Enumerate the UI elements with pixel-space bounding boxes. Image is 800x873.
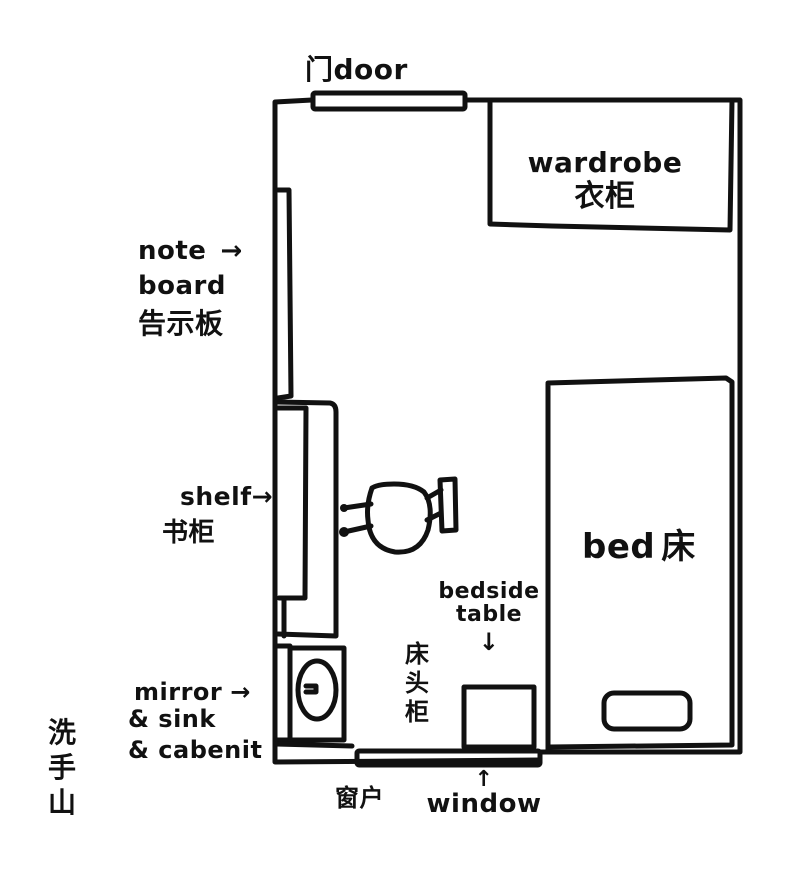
bed-label-en: bed — [582, 527, 656, 567]
door — [310, 90, 468, 112]
shelf-inner — [275, 405, 309, 601]
note-board — [275, 187, 294, 401]
arrow-down-icon: ↓ — [478, 628, 500, 657]
sink-basin — [295, 658, 339, 722]
chair-arm-right — [424, 487, 444, 523]
window — [354, 748, 543, 768]
room-outer-wall — [272, 97, 743, 765]
note-board-label: note → board 告示板 — [138, 236, 243, 340]
wardrobe-label-zh: 衣柜 — [574, 179, 636, 215]
chair-arm-joint — [339, 527, 349, 537]
bedside-table-label-zh: 床头柜 — [405, 640, 430, 726]
arrow-right-icon: → — [251, 482, 274, 511]
arrow-right-icon: → — [230, 678, 251, 706]
shelf-label-zh: 书柜 — [162, 518, 216, 549]
bed-label-zh: 床 — [661, 527, 696, 567]
note-board-label-en-1: note — [138, 236, 207, 266]
arrow-right-icon: → — [220, 236, 243, 266]
door-label-zh: 门 — [305, 53, 334, 86]
sink-tap — [303, 683, 319, 695]
door-label-en: door — [333, 53, 408, 86]
cabinet-bottom — [273, 741, 355, 749]
washroom-label: 洗手山 — [48, 716, 77, 819]
bedside-table-label-en-1: bedside — [438, 579, 540, 604]
mirror-sink-label-1: mirror — [134, 678, 223, 706]
window-label: ↑ window — [424, 768, 544, 818]
chair-back — [437, 476, 459, 534]
mirror-sink-label: mirror→ & sink & cabenit — [128, 678, 263, 765]
bed-pillow — [601, 690, 693, 732]
mirror-sink-label-3: & cabenit — [128, 736, 263, 765]
sink-cabinet — [287, 645, 347, 743]
wardrobe — [487, 97, 735, 233]
window-label-zh: 窗户 — [335, 784, 384, 812]
wardrobe-label: wardrobe 衣柜 — [520, 148, 690, 213]
shelf-label: shelf→ 书柜 — [162, 482, 274, 548]
bedside-table-label: bedside table ↓ — [434, 580, 544, 655]
door-label: 门door — [305, 55, 408, 84]
mirror-sink-label-2: & sink — [128, 705, 216, 734]
bedside-table-label-en-2: table — [455, 602, 523, 628]
window-label-en: window — [426, 789, 542, 820]
shelf-label-en: shelf — [180, 482, 252, 511]
wardrobe-label-en: wardrobe — [527, 146, 683, 179]
chair-seat — [365, 481, 433, 555]
bed-frame — [545, 375, 735, 755]
chair-arm-joint — [340, 504, 348, 512]
shelf-outer — [273, 399, 339, 639]
note-board-label-zh: 告示板 — [138, 306, 224, 340]
note-board-label-en-2: board — [138, 271, 226, 302]
bedside-table — [461, 684, 537, 750]
arrow-up-icon: ↑ — [474, 767, 494, 792]
